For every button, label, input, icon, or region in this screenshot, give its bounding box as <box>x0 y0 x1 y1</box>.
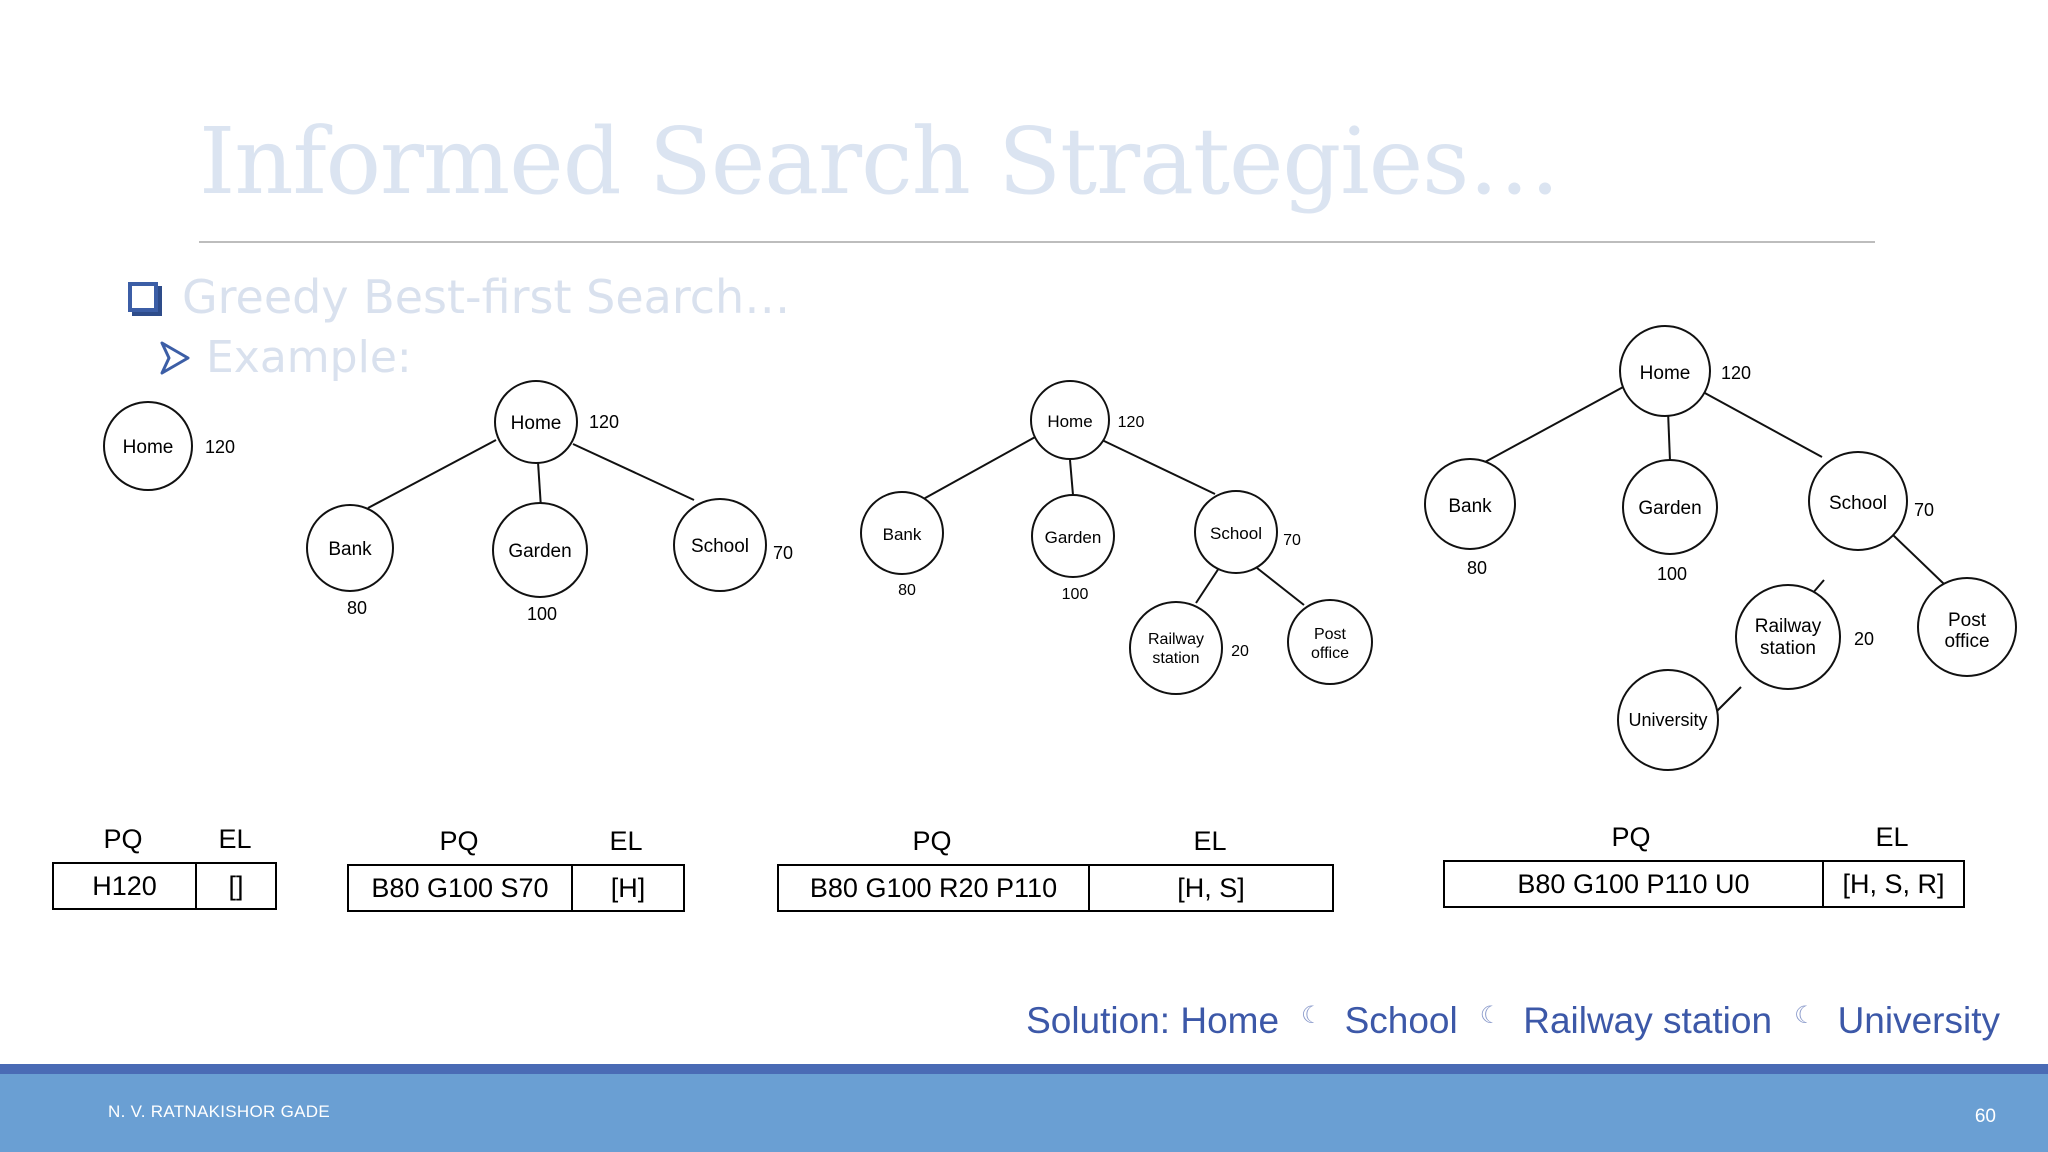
tree4-label-university: University <box>1628 710 1707 730</box>
tree2-h-bank: 80 <box>347 598 367 618</box>
tree4-node-university <box>1617 669 1719 771</box>
table1-pq-header: PQ <box>103 824 143 854</box>
tree4-node-home <box>1619 325 1711 417</box>
path-separator-icon: ☾ <box>1794 1001 1816 1029</box>
table3: B80 G100 R20 P110 [H, S] <box>777 864 1334 912</box>
bullet-example-text: Example: <box>206 332 412 383</box>
tree3-node-railway-station <box>1129 601 1223 695</box>
tree1-h-home: 120 <box>205 437 235 457</box>
tree4-label-bank: Bank <box>1448 496 1492 517</box>
tree4-label-garden: Garden <box>1638 498 1701 519</box>
tree3-node-home <box>1030 380 1110 460</box>
tree2-h-garden: 100 <box>527 604 557 624</box>
tree3-label-garden: Garden <box>1045 528 1102 547</box>
tree2-label-home: Home <box>511 413 562 434</box>
tree3-h-home: 120 <box>1118 414 1145 431</box>
solution-path: Solution: Home ☾ School ☾ Railway statio… <box>1026 1000 2000 1042</box>
table3-pq-cell: B80 G100 R20 P110 <box>809 872 1058 903</box>
tree3-node-garden <box>1031 494 1115 578</box>
slide-title: Informed Search Strategies… <box>199 108 1560 215</box>
tree4-node-post-office <box>1917 577 2017 677</box>
tree4-label-office: office <box>1944 631 1989 652</box>
solution-step-railway: Railway station <box>1523 1000 1773 1041</box>
solution-prefix: Solution: Home <box>1026 1000 1280 1041</box>
tree4-label-school: School <box>1829 493 1887 514</box>
tree2-h-home: 120 <box>589 412 619 432</box>
tree4-label-home: Home <box>1640 363 1691 384</box>
path-separator-icon: ☾ <box>1479 1001 1502 1029</box>
tree4-node-school <box>1808 451 1908 551</box>
tree3-h-school: 70 <box>1283 532 1301 549</box>
footer-accent-strip <box>0 1064 2048 1074</box>
tree2-label-garden: Garden <box>508 541 571 562</box>
tree4-label-railway: Railway <box>1755 616 1822 637</box>
tree4-h-railway: 20 <box>1854 629 1874 649</box>
tree2-label-school: School <box>691 536 749 557</box>
table1-el-cell: [] <box>195 864 275 908</box>
bullet-greedy: Greedy Best-first Search… <box>128 270 790 324</box>
tree1-label-home: Home <box>123 437 174 458</box>
tree4-node-railway-station <box>1735 584 1841 690</box>
tree4-node-garden <box>1622 459 1718 555</box>
table2-pq-cell: B80 G100 S70 <box>371 872 549 903</box>
table1-el-header: EL <box>218 824 252 854</box>
tree4-label-post: Post <box>1948 610 1987 631</box>
checkbox-bullet-icon <box>128 282 158 312</box>
tree3-label-post: Post <box>1314 626 1347 643</box>
solution-step-university: University <box>1837 1000 2000 1041</box>
tree4-h-school: 70 <box>1914 500 1934 520</box>
title-divider <box>199 241 1875 243</box>
table4-el-header: EL <box>1875 822 1909 852</box>
tree2-h-school: 70 <box>773 543 793 563</box>
arrow-bullet-icon <box>160 341 190 374</box>
tree3-h-bank: 80 <box>898 582 916 599</box>
tree3-label-railway: Railway <box>1148 631 1204 648</box>
table4: B80 G100 P110 U0 [H, S, R] <box>1443 860 1965 908</box>
solution-step-school: School <box>1344 1000 1458 1041</box>
tree4-node-bank <box>1424 458 1516 550</box>
tree3-h-railway: 20 <box>1231 643 1249 660</box>
tree4-h-garden: 100 <box>1657 564 1687 584</box>
tree3-label-station: station <box>1152 650 1199 667</box>
footer-bar: N. V. RATNAKISHOR GADE 60 <box>0 1074 2048 1152</box>
tree3-h-garden: 100 <box>1062 586 1089 603</box>
tree4-h-home: 120 <box>1721 363 1751 383</box>
tree2-node-home <box>494 380 578 464</box>
tree3-label-bank: Bank <box>883 525 922 544</box>
tree3-label-school: School <box>1210 524 1262 543</box>
table3-el-header: EL <box>1193 826 1227 856</box>
tree2-node-bank <box>306 504 394 592</box>
tree3-node-school <box>1194 490 1278 574</box>
tree3-node-bank <box>860 491 944 575</box>
table3-el-cell: [H, S] <box>1088 866 1332 910</box>
table4-pq-cell: B80 G100 P110 U0 <box>1517 868 1750 899</box>
table2-el-cell: [H] <box>571 866 683 910</box>
tree4-label-station: station <box>1760 638 1816 659</box>
tree3-node-post-office <box>1287 599 1373 685</box>
footer-author: N. V. RATNAKISHOR GADE <box>108 1102 330 1121</box>
table3-pq-header: PQ <box>912 826 952 856</box>
table2-pq-header: PQ <box>439 826 479 856</box>
table1-pq-cell: H120 <box>92 870 157 901</box>
table4-pq-header: PQ <box>1611 822 1651 852</box>
tree3-label-home: Home <box>1047 412 1092 431</box>
table2: B80 G100 S70 [H] <box>347 864 685 912</box>
tree1-node-home <box>103 401 193 491</box>
page-number: 60 <box>1974 1106 1996 1127</box>
tree2-label-bank: Bank <box>328 539 372 560</box>
tree2-node-garden <box>492 502 588 598</box>
table2-el-header: EL <box>609 826 643 856</box>
tree3-label-office: office <box>1311 645 1349 662</box>
tree2-node-school <box>673 498 767 592</box>
path-separator-icon: ☾ <box>1301 1001 1323 1029</box>
table1: H120 [] <box>52 862 277 910</box>
table4-el-cell: [H, S, R] <box>1822 862 1963 906</box>
tree4-h-bank: 80 <box>1467 558 1487 578</box>
bullet-greedy-text: Greedy Best-first Search… <box>182 270 791 324</box>
bullet-example: Example: <box>160 332 412 383</box>
